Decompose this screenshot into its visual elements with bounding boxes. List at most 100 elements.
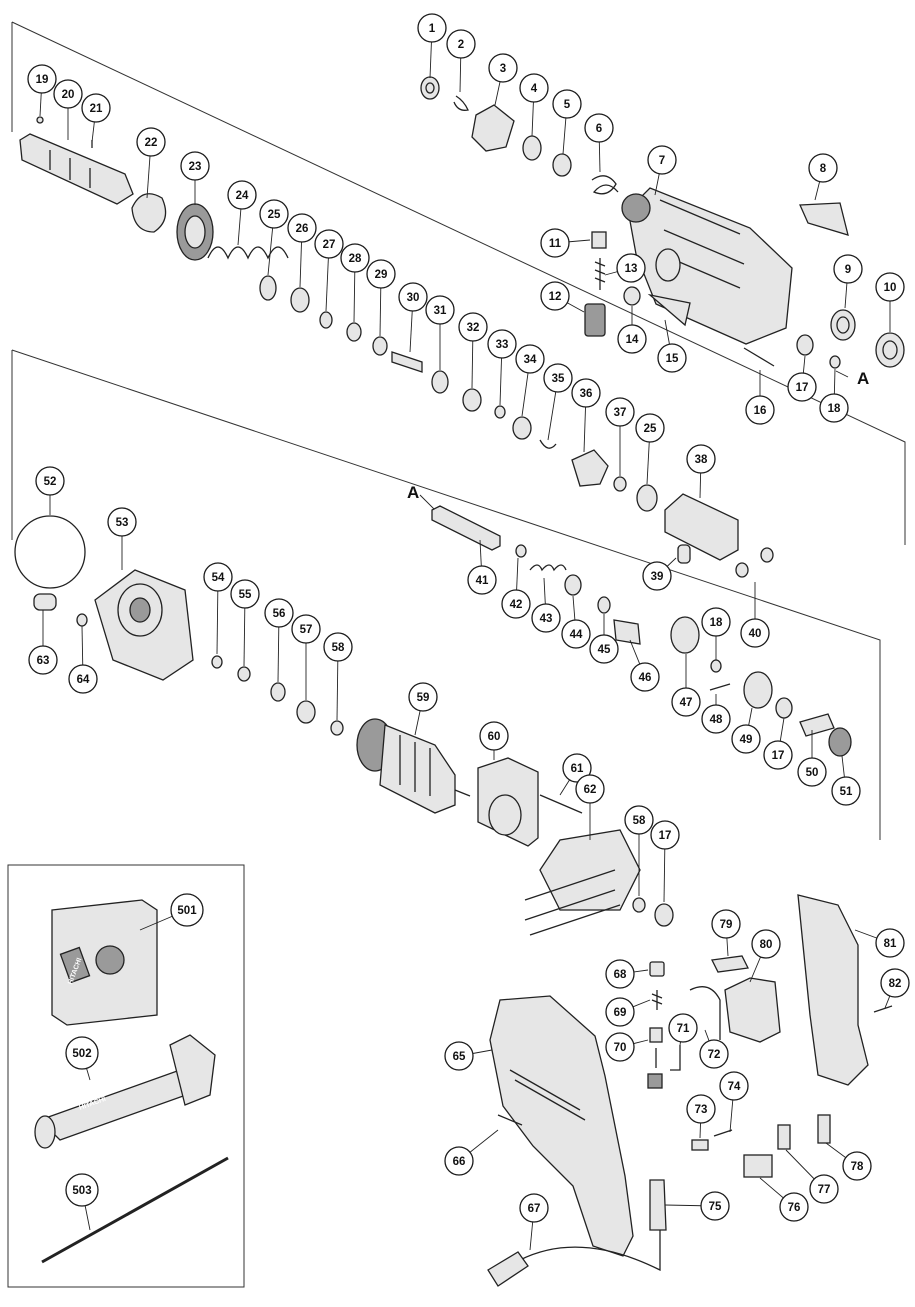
callout-15: 15 — [657, 343, 687, 373]
callout-number: 80 — [760, 939, 773, 951]
section-marker-a-lower: A — [407, 483, 419, 502]
callout-62: 62 — [575, 774, 605, 804]
callout-number: 68 — [614, 969, 627, 981]
callout-30: 30 — [398, 282, 428, 312]
callout-circle — [787, 372, 817, 402]
callout-38: 38 — [686, 444, 716, 474]
callout-54: 54 — [203, 562, 233, 592]
callout-74: 74 — [719, 1071, 749, 1101]
callout-circle — [880, 968, 910, 998]
callout-circle — [519, 1193, 549, 1223]
callout-number: 69 — [614, 1007, 627, 1019]
callout-40: 40 — [740, 618, 770, 648]
callout-65: 65 — [444, 1041, 474, 1071]
callout-circle — [65, 1036, 99, 1070]
callout-circle — [779, 1192, 809, 1222]
callout-number: 502 — [72, 1048, 91, 1060]
callout-501: 501 — [170, 893, 204, 927]
callout-circle — [291, 614, 321, 644]
callout-number: 51 — [840, 786, 853, 798]
callout-circle — [701, 704, 731, 734]
callout-502: 502 — [65, 1036, 99, 1070]
callout-circle — [562, 753, 592, 783]
callout-number: 43 — [540, 613, 553, 625]
callout-circle — [444, 1146, 474, 1176]
callout-number: 4 — [531, 83, 538, 95]
callout-number: 21 — [90, 103, 103, 115]
accessories-box — [7, 864, 245, 1288]
callout-circle — [531, 603, 561, 633]
callout-circle — [287, 213, 317, 243]
callout-number: 17 — [772, 750, 785, 762]
callout-circle — [842, 1151, 872, 1181]
callout-3: 3 — [488, 53, 518, 83]
callout-53: 53 — [107, 507, 137, 537]
callout-number: 61 — [571, 763, 584, 775]
callout-2: 2 — [446, 29, 476, 59]
callout-12: 12 — [540, 281, 570, 311]
callout-number: 55 — [239, 589, 252, 601]
callout-36: 36 — [571, 378, 601, 408]
callout-17: 17 — [787, 372, 817, 402]
callout-circle — [230, 579, 260, 609]
callout-circle — [479, 721, 509, 751]
callout-circle — [501, 589, 531, 619]
callout-number: 17 — [659, 830, 672, 842]
callout-7: 7 — [647, 145, 677, 175]
callout-circle — [425, 295, 455, 325]
callout-circle — [875, 272, 905, 302]
callout-circle — [711, 909, 741, 939]
callout-number: 18 — [828, 403, 841, 415]
callout-circle — [571, 378, 601, 408]
callout-circle — [808, 153, 838, 183]
callout-circle — [540, 281, 570, 311]
callout-82: 82 — [880, 968, 910, 998]
callout-number: 40 — [749, 628, 762, 640]
callout-circle — [719, 1071, 749, 1101]
callout-circle — [444, 1041, 474, 1071]
callout-number: 16 — [754, 405, 767, 417]
callout-number: 42 — [510, 599, 523, 611]
callout-16: 16 — [745, 395, 775, 425]
callout-number: 33 — [496, 339, 509, 351]
callout-57: 57 — [291, 614, 321, 644]
callout-circle — [540, 228, 570, 258]
callout-circle — [605, 997, 635, 1027]
callout-6: 6 — [584, 113, 614, 143]
callout-81: 81 — [875, 928, 905, 958]
callout-56: 56 — [264, 598, 294, 628]
callout-14: 14 — [617, 324, 647, 354]
callout-number: 9 — [845, 264, 851, 276]
callout-circle — [751, 929, 781, 959]
callout-circle — [180, 151, 210, 181]
callout-37: 37 — [605, 397, 635, 427]
callout-number: 17 — [796, 382, 809, 394]
callout-number: 14 — [626, 334, 639, 346]
callout-number: 6 — [596, 123, 602, 135]
callout-circle — [446, 29, 476, 59]
callout-circle — [605, 397, 635, 427]
callout-circle — [170, 893, 204, 927]
callout-circle — [81, 93, 111, 123]
callout-number: 48 — [710, 714, 723, 726]
callout-76: 76 — [779, 1192, 809, 1222]
callout-number: 32 — [467, 322, 480, 334]
callout-circle — [68, 664, 98, 694]
callout-circle — [699, 1039, 729, 1069]
callout-number: 23 — [189, 161, 202, 173]
callout-number: 75 — [709, 1201, 722, 1213]
callout-43: 43 — [531, 603, 561, 633]
callout-circle — [642, 561, 672, 591]
callout-number: 60 — [488, 731, 501, 743]
callout-45: 45 — [589, 634, 619, 664]
callout-number: 70 — [614, 1042, 627, 1054]
callout-number: 56 — [273, 608, 286, 620]
callout-22: 22 — [136, 127, 166, 157]
callout-11: 11 — [540, 228, 570, 258]
callout-circle — [27, 64, 57, 94]
callout-23: 23 — [180, 151, 210, 181]
callout-circle — [731, 724, 761, 754]
callout-number: 72 — [708, 1049, 721, 1061]
callout-circle — [647, 145, 677, 175]
callout-17c: 17 — [650, 820, 680, 850]
